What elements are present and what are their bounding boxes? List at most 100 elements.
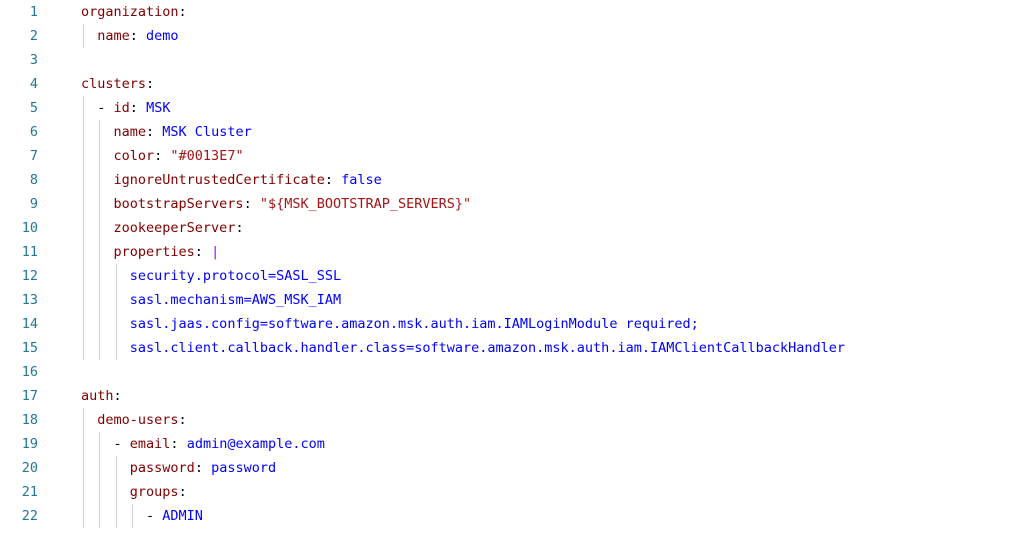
line-number: 17 — [21, 388, 38, 404]
code-line[interactable]: 10 zookeeperServer: — [0, 216, 1024, 240]
code-text: organization: — [81, 0, 187, 24]
yaml-key: bootstrapServers — [113, 196, 244, 212]
indent-guide — [83, 432, 84, 456]
yaml-key: name — [113, 124, 147, 140]
yaml-colon: : — [324, 172, 342, 188]
line-number: 5 — [29, 100, 38, 116]
code-text: - id: MSK — [81, 96, 170, 120]
yaml-string: "#0013E7" — [170, 148, 244, 164]
list-dash: - — [97, 100, 114, 116]
line-number: 18 — [21, 412, 38, 428]
indent-guide — [99, 432, 101, 456]
code-text: demo-users: — [81, 408, 187, 432]
indent-guide — [99, 144, 101, 168]
yaml-colon: : — [178, 412, 187, 428]
line-number: 9 — [29, 196, 38, 212]
yaml-key: password — [129, 460, 195, 476]
indent-guide — [115, 456, 117, 480]
yaml-key: zookeeperServer — [113, 220, 236, 236]
list-dash: - — [113, 436, 130, 452]
code-line[interactable]: 17 auth: — [0, 384, 1024, 408]
yaml-value: ADMIN — [162, 508, 203, 524]
indent-guide — [99, 336, 101, 360]
yaml-scalar: sasl.client.callback.handler.class=softw… — [129, 340, 846, 356]
code-line[interactable]: 21 groups: — [0, 480, 1024, 504]
code-line[interactable]: 11 properties: | — [0, 240, 1024, 264]
code-text: sasl.jaas.config=software.amazon.msk.aut… — [81, 312, 699, 336]
indent-guide — [83, 288, 84, 312]
yaml-colon: : — [178, 484, 187, 500]
indent-guide — [115, 312, 117, 336]
indent-guide — [99, 312, 101, 336]
code-line[interactable]: 16 — [0, 360, 1024, 384]
line-number: 13 — [21, 292, 38, 308]
line-number: 11 — [21, 244, 38, 260]
indent-guide — [83, 120, 84, 144]
line-number: 15 — [21, 340, 38, 356]
indent-guide — [83, 24, 84, 48]
yaml-key: id — [113, 100, 130, 116]
yaml-colon: : — [113, 388, 122, 404]
indent-guide — [83, 312, 84, 336]
code-line[interactable]: 2 name: demo — [0, 24, 1024, 48]
indent-guide — [83, 144, 84, 168]
line-number: 21 — [21, 484, 38, 500]
code-line[interactable]: 3 — [0, 48, 1024, 72]
indent-guide — [115, 288, 117, 312]
code-line[interactable]: 9 bootstrapServers: "${MSK_BOOTSTRAP_SER… — [0, 192, 1024, 216]
indent-guide — [83, 192, 84, 216]
code-line[interactable]: 20 password: password — [0, 456, 1024, 480]
line-number: 6 — [29, 124, 38, 140]
yaml-colon: : — [243, 196, 260, 212]
code-line[interactable]: 14 sasl.jaas.config=software.amazon.msk.… — [0, 312, 1024, 336]
yaml-value: MSK — [146, 100, 171, 116]
code-line[interactable]: 22 - ADMIN — [0, 504, 1024, 528]
indent-guide — [99, 120, 101, 144]
code-text: - email: admin@example.com — [81, 432, 325, 456]
code-line[interactable]: 7 color: "#0013E7" — [0, 144, 1024, 168]
yaml-key: ignoreUntrustedCertificate — [113, 172, 325, 188]
line-number: 20 — [21, 460, 38, 476]
code-text: security.protocol=SASL_SSL — [81, 264, 341, 288]
indent-guide — [83, 480, 84, 504]
indent-guide — [99, 192, 101, 216]
yaml-colon: : — [178, 4, 187, 20]
code-text: ignoreUntrustedCertificate: false — [81, 168, 382, 192]
code-line[interactable]: 12 security.protocol=SASL_SSL — [0, 264, 1024, 288]
line-number: 3 — [29, 52, 38, 68]
indent-guide — [115, 480, 117, 504]
code-line[interactable]: 19 - email: admin@example.com — [0, 432, 1024, 456]
code-text: - ADMIN — [81, 504, 203, 528]
yaml-key: color — [113, 148, 155, 164]
yaml-key: email — [129, 436, 171, 452]
indent-guide — [99, 456, 101, 480]
code-text: bootstrapServers: "${MSK_BOOTSTRAP_SERVE… — [81, 192, 472, 216]
yaml-key: clusters — [81, 76, 147, 92]
code-line[interactable]: 6 name: MSK Cluster — [0, 120, 1024, 144]
code-line[interactable]: 8 ignoreUntrustedCertificate: false — [0, 168, 1024, 192]
line-number: 12 — [21, 268, 38, 284]
indent-guide — [83, 216, 84, 240]
indent-guide — [99, 288, 101, 312]
yaml-colon: : — [194, 460, 212, 476]
indent-guide — [99, 504, 101, 528]
code-line[interactable]: 5 - id: MSK — [0, 96, 1024, 120]
code-line[interactable]: 15 sasl.client.callback.handler.class=so… — [0, 336, 1024, 360]
yaml-colon: : — [129, 100, 147, 116]
yaml-scalar: sasl.mechanism=AWS_MSK_IAM — [129, 292, 342, 308]
indent-guide — [83, 168, 84, 192]
yaml-value: MSK Cluster — [162, 124, 252, 140]
indent-guide — [83, 240, 84, 264]
yaml-colon: : — [146, 76, 155, 92]
line-number: 22 — [21, 508, 38, 524]
code-line[interactable]: 13 sasl.mechanism=AWS_MSK_IAM — [0, 288, 1024, 312]
code-text: color: "#0013E7" — [81, 144, 244, 168]
yaml-key: auth — [81, 388, 114, 404]
yaml-value: demo — [146, 28, 179, 44]
code-line[interactable]: 18 demo-users: — [0, 408, 1024, 432]
indent-guide — [131, 504, 133, 528]
indent-guide — [115, 264, 117, 288]
